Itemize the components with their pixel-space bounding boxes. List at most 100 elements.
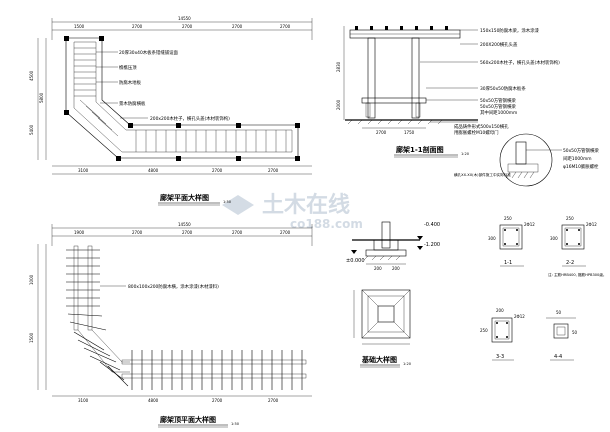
dim-label: 3100 bbox=[78, 398, 89, 403]
dim-label: 2000 bbox=[336, 99, 341, 110]
detail-label: 1-1 bbox=[504, 260, 512, 266]
dim-label: 50 bbox=[572, 330, 578, 335]
dim-label: 2700 bbox=[376, 130, 387, 135]
plan-bottom-dims-top: 1900 2700 2700 2700 2700 bbox=[74, 230, 291, 235]
detail-3-3: 200 250 2Φ12 3-3 bbox=[480, 308, 525, 361]
dim-label: 250 bbox=[504, 216, 512, 221]
plan-bottom-title: 廊架顶平面大样图 bbox=[160, 415, 216, 424]
section-post-left bbox=[367, 37, 376, 119]
section-seat bbox=[361, 97, 427, 104]
dim-label: 2700 bbox=[182, 230, 193, 235]
post-marker bbox=[295, 156, 300, 161]
note-text: 200x200木柱子，横孔头盖(木材装饰构) bbox=[150, 115, 230, 122]
dim-label: 1000 bbox=[29, 274, 34, 285]
post-marker bbox=[99, 36, 104, 41]
section-notes: 150x150防腐木梁，涂木涂漆 200X200横孔头盖 560x200木柱子，… bbox=[420, 27, 560, 136]
plan-top-title: 廊架平面大样图 bbox=[160, 193, 209, 202]
plan-bottom: 14550 1900 2700 2700 2700 2700 1000 1500 bbox=[29, 222, 313, 428]
dim-label: 1500 bbox=[74, 24, 85, 29]
foundation-plan: 基础大样图 1:20 bbox=[353, 289, 412, 368]
walkway-outline bbox=[65, 37, 299, 159]
dim-label: 2Φ12 bbox=[524, 222, 535, 227]
roof-rafters-corner bbox=[73, 331, 129, 387]
post-marker bbox=[64, 36, 69, 41]
dim-label: 5400 bbox=[29, 124, 34, 135]
note-text: 其中间距1000mm bbox=[480, 109, 517, 116]
foundation-elev: ±0.000 bbox=[346, 258, 365, 264]
plan-top-overall-dim: 14550 bbox=[178, 16, 191, 21]
plan-bottom-scale: 1:50 bbox=[231, 422, 240, 426]
dim-label: 2700 bbox=[268, 398, 279, 403]
post-marker bbox=[116, 156, 121, 161]
roof-rafters-vertical bbox=[66, 249, 107, 331]
connection-detail-1: 间距1000mm bbox=[563, 155, 592, 162]
foundation-section: -0.400 -1.200 ±0.000 200 200 bbox=[346, 221, 440, 271]
note-text: 20厚30x40木板条错缝铺设面 bbox=[119, 49, 178, 56]
dim-label: 2700 bbox=[268, 168, 279, 173]
post-marker bbox=[295, 123, 300, 128]
dim-label: 2700 bbox=[280, 24, 291, 29]
dim-label: 2700 bbox=[280, 230, 291, 235]
dim-label: 300 bbox=[488, 236, 496, 241]
dim-label: 2700 bbox=[212, 398, 223, 403]
connection-label: 50x50方管钢横梁 bbox=[563, 147, 599, 154]
dim-label: 250 bbox=[480, 328, 488, 333]
note-text: 景木防腐横板 bbox=[119, 100, 146, 107]
dim-label: 2700 bbox=[232, 230, 243, 235]
foundation-scale: 1:20 bbox=[403, 362, 412, 366]
dim-label: 2Φ12 bbox=[514, 314, 525, 319]
note-text: 50x50方管钢横梁 bbox=[480, 103, 516, 110]
dim-label: 4800 bbox=[148, 168, 159, 173]
note-text: 用膨胀螺栓M10螺母门 bbox=[454, 129, 499, 136]
roof-beams-horizontal bbox=[121, 359, 307, 379]
plan-top-dims-top: 1500 2700 2700 2700 2700 bbox=[74, 24, 291, 29]
section-rafters bbox=[355, 26, 448, 30]
note-text: 150x150防腐木梁，涂木涂漆 bbox=[480, 27, 539, 34]
post-marker bbox=[64, 110, 69, 115]
detail-1-1: 250 300 2Φ12 1-1 bbox=[488, 216, 535, 267]
detail-label: 3-3 bbox=[496, 354, 504, 360]
dim-label: 250 bbox=[566, 216, 574, 221]
dim-label: 2830 bbox=[336, 61, 341, 72]
watermark-logo-icon bbox=[222, 195, 254, 215]
dim-label: 2700 bbox=[132, 24, 143, 29]
elevation-marker-icon bbox=[351, 250, 357, 254]
dim-label: 50 bbox=[556, 310, 562, 315]
note-text: 200X200横孔头盖 bbox=[480, 41, 518, 48]
post-marker bbox=[176, 156, 181, 161]
dim-label: 2700 bbox=[212, 168, 223, 173]
detail-note: 注: 主筋HRB400, 箍筋HPB300级。 bbox=[548, 272, 607, 277]
foundation-elev: -0.400 bbox=[424, 222, 440, 228]
dim-label: 1900 bbox=[74, 230, 85, 235]
plan-top-notes: 20厚30x40木板条错缝铺设面 樵樵压顶 防腐木地板 景木防腐横板 200x2… bbox=[96, 49, 230, 122]
plan-top-scale: 1:50 bbox=[223, 200, 232, 204]
detail-2-2: 250 300 2Φ12 2-2 bbox=[550, 216, 597, 267]
dim-label: 2700 bbox=[182, 24, 193, 29]
dim-label: 4500 bbox=[29, 70, 34, 81]
elevation-marker-icon bbox=[417, 246, 423, 250]
plan-bottom-dims-bottom: 3100 4800 2700 2700 bbox=[78, 398, 279, 403]
dim-label: 200 bbox=[496, 308, 504, 313]
note-text: 560x200木柱子，横孔头盖(木材装饰构) bbox=[480, 59, 560, 66]
dim-label: 200 bbox=[374, 266, 382, 271]
dim-label: 1750 bbox=[404, 130, 415, 135]
walkway-boards-vertical bbox=[74, 47, 119, 137]
roof-beam-corner bbox=[77, 329, 130, 373]
walkway-inner bbox=[73, 41, 293, 153]
plan-top-dims-bottom: 3100 4800 2700 2700 bbox=[78, 168, 279, 173]
section-scale: 1:20 bbox=[461, 152, 470, 156]
roof-rafters-horizontal bbox=[131, 350, 303, 390]
section-post-right bbox=[411, 37, 420, 119]
post-marker bbox=[128, 123, 133, 128]
roof-beams-vertical bbox=[73, 245, 93, 331]
foundation-elev: -1.200 bbox=[424, 242, 440, 248]
post-marker bbox=[176, 123, 181, 128]
dim-label: 1500 bbox=[29, 332, 34, 343]
plan-bottom-overall-dim: 14550 bbox=[178, 222, 191, 227]
dim-label: 2700 bbox=[232, 24, 243, 29]
dim-label: 200 bbox=[392, 266, 400, 271]
elevation-marker-icon bbox=[417, 236, 423, 240]
note-text: 防腐木地板 bbox=[119, 79, 142, 86]
post-marker bbox=[236, 156, 241, 161]
